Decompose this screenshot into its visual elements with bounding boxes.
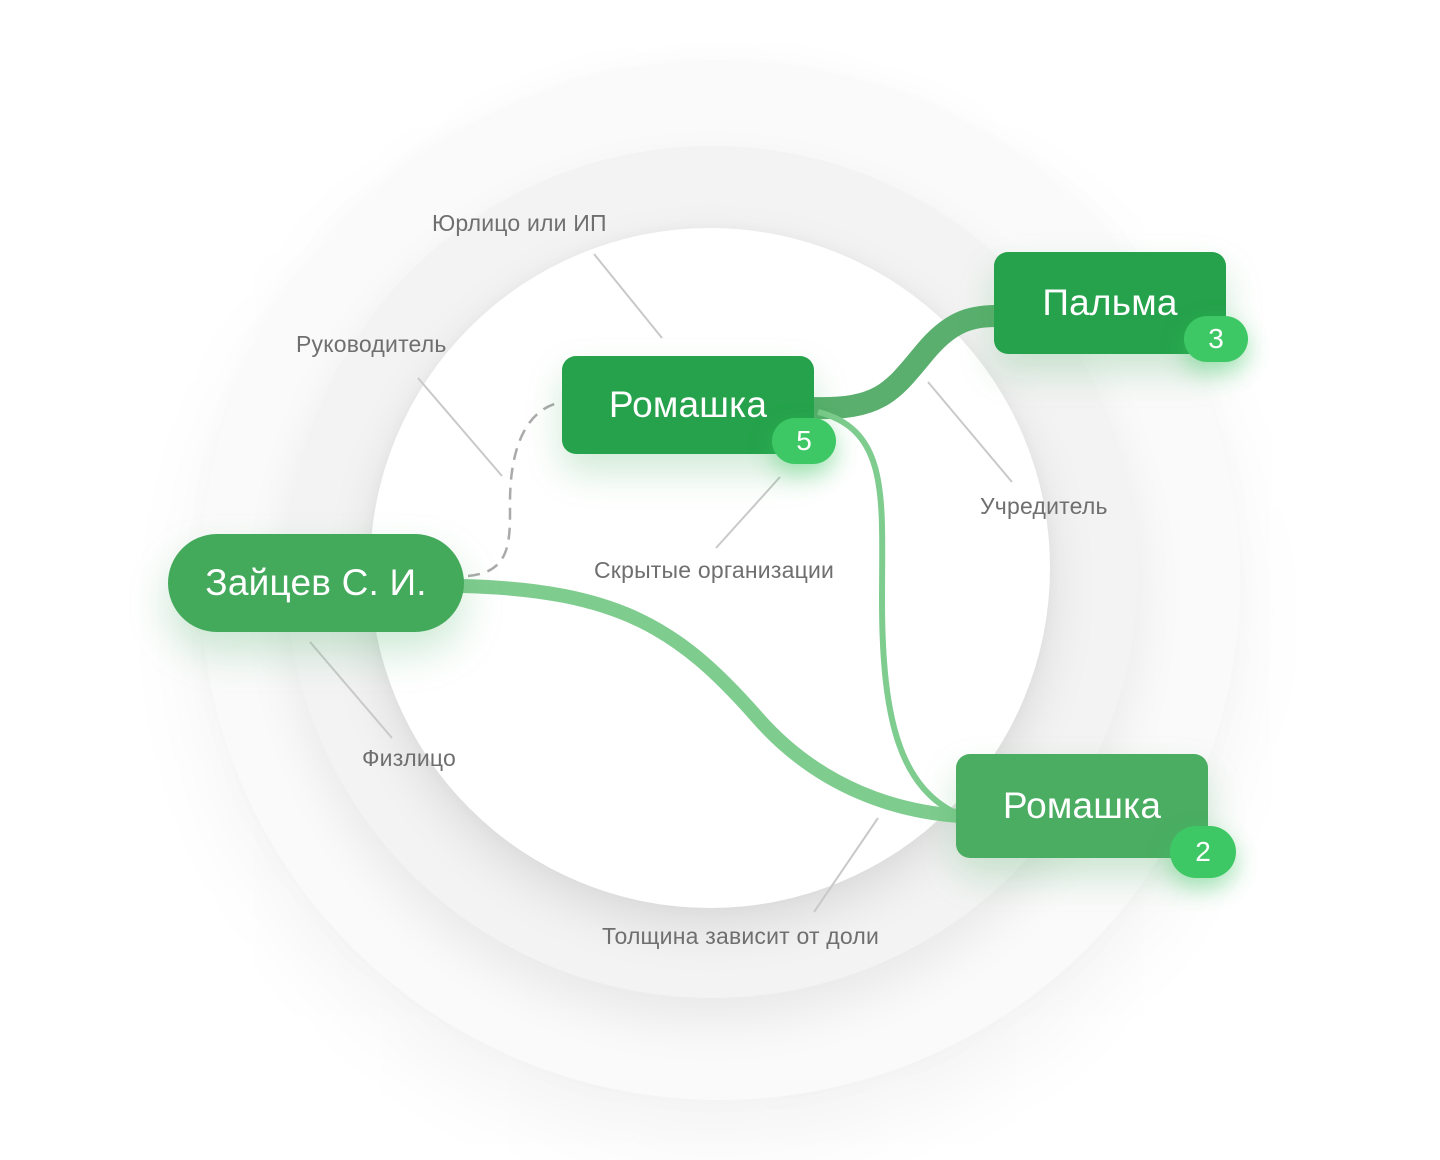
node-person-label: Зайцев С. И. (205, 562, 427, 603)
leader-founder (927, 381, 1013, 483)
link-romashka-to-romashka (817, 409, 964, 819)
hidden-orgs-badge-romashka-bottom[interactable]: 2 (1170, 826, 1236, 878)
leader-legal-entity (593, 253, 663, 339)
node-romashka-bottom-label: Ромашка (1002, 785, 1162, 826)
annotation-legal-entity: Юрлицо или ИП (432, 210, 607, 236)
link-person-to-romashka (455, 579, 967, 823)
annotation-founder: Учредитель (980, 493, 1108, 519)
director-link (467, 400, 563, 578)
node-person-zaitsev[interactable]: Зайцев С. И. (168, 534, 464, 632)
leader-hidden-orgs (715, 476, 781, 549)
leader-thickness (813, 817, 879, 913)
leader-individual (309, 641, 393, 739)
annotation-individual: Физлицо (362, 745, 456, 771)
annotation-thickness: Толщина зависит от доли (602, 923, 880, 949)
node-org-romashka-bottom[interactable]: Ромашка (956, 754, 1208, 858)
hidden-orgs-badge-romashka-top[interactable]: 5 (772, 418, 836, 464)
annotation-hidden-orgs: Скрытые организации (594, 557, 835, 583)
annotation-director: Руководитель (296, 331, 447, 357)
leader-director (417, 377, 503, 477)
hidden-orgs-badge-palma[interactable]: 3 (1184, 316, 1248, 362)
node-romashka-top-label: Ромашка (608, 384, 768, 425)
node-palma-label: Пальма (1042, 282, 1178, 323)
founder-link-palma (801, 305, 1007, 420)
